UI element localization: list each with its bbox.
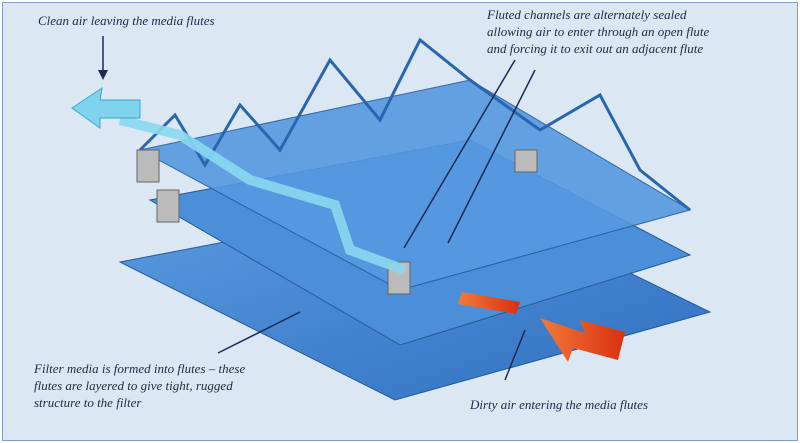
seal-block <box>156 189 180 223</box>
caption-line: flutes are layered to give tight, rugged <box>34 378 233 393</box>
clean-air-arrow <box>71 86 141 129</box>
caption-line: structure to the filter <box>34 395 142 410</box>
caption-line: Filter media is formed into flutes – the… <box>34 361 246 376</box>
top-flutes <box>138 37 691 212</box>
pointer-media <box>217 311 301 354</box>
pointer-fluted-1 <box>403 59 516 249</box>
caption-fluted-channels: Fluted channels are alternately sealed a… <box>487 6 709 57</box>
clean-air-path <box>118 115 407 275</box>
caption-line: allowing air to enter through an open fl… <box>487 24 710 39</box>
caption-dirty-air: Dirty air entering the media flutes <box>470 397 649 412</box>
pointer-head <box>98 70 108 80</box>
seal-block <box>136 149 160 183</box>
caption-filter-media: Filter media is formed into flutes – the… <box>34 360 245 411</box>
seal-block <box>514 149 538 173</box>
caption-line: Fluted channels are alternately sealed <box>487 7 687 22</box>
pointer-dirty-air <box>504 329 526 381</box>
caption-line: and forcing it to exit out an adjacent f… <box>487 41 704 56</box>
pointer-fluted-2 <box>447 69 536 244</box>
dirty-air-flow <box>458 292 520 314</box>
caption-clean-air: Clean air leaving the media flutes <box>38 13 215 28</box>
dirty-air-arrow <box>540 318 625 362</box>
